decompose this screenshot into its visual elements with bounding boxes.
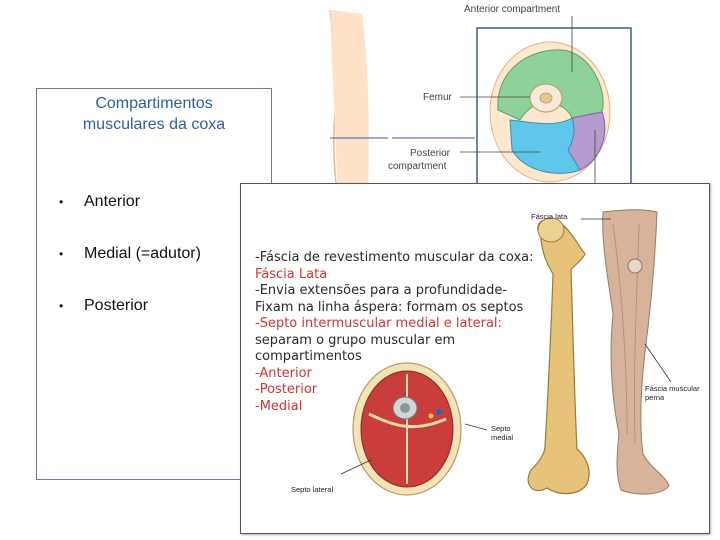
note-line: -Medial [255, 398, 303, 414]
bullet-text: Medial (=adutor) [84, 245, 201, 262]
septo-medial-label: Septo medial [491, 424, 513, 442]
note-line: separam o grupo muscular em [255, 332, 456, 348]
fascia-illustration-svg [340, 209, 672, 496]
note-line: -Fáscia de revestimento muscular da coxa… [255, 250, 534, 265]
note-line: -Septo intermuscular medial e lateral: [255, 316, 502, 331]
slide-title: Compartimentos musculares da coxa [37, 93, 271, 135]
bullet-item: • Posterior [59, 297, 148, 315]
bullet-icon: • [59, 299, 64, 313]
bullet-icon: • [59, 247, 64, 261]
septo-medial-line1: Septo [491, 424, 511, 433]
femur-bone-drawing [527, 218, 590, 495]
note-line: Fixam na linha áspera: formam os septos [255, 299, 524, 315]
fascia-perna-line1: Fáscia muscular [645, 384, 700, 393]
femur-label: Femur [423, 92, 453, 103]
bullet-text: Anterior [84, 193, 141, 210]
leg-fascia-drawing [602, 209, 670, 495]
bullet-icon: • [59, 195, 64, 209]
bullet-item: • Anterior [59, 193, 140, 211]
posterior-label-line1: Posterior [410, 148, 451, 159]
fascia-lata-label: Fáscia lata [531, 212, 568, 221]
bullet-item: • Medial (=adutor) [59, 245, 201, 263]
thigh-diagram-svg: Anterior compartment Femur Posterior com… [329, 4, 632, 200]
fascia-perna-line2: perna [645, 393, 665, 402]
note-line: compartimentos [255, 349, 362, 364]
slide-title-line1: Compartimentos [95, 95, 213, 112]
posterior-label-line2: compartment [388, 161, 447, 172]
note-line: -Envia extensões para a profundidade- [255, 283, 508, 298]
posterior-compartment [509, 117, 581, 174]
slide-title-line2: musculares da coxa [82, 116, 226, 133]
septo-lateral-label: Septo lateral [291, 485, 334, 494]
fascia-perna-label: Fáscia muscular perna [645, 384, 700, 402]
anterior-compartment-label: Anterior compartment [464, 4, 560, 15]
leg-silhouette [330, 10, 369, 200]
slide-text-box: Compartimentos musculares da coxa • Ante… [36, 88, 272, 480]
note-line: -Anterior [255, 365, 312, 381]
fascia-detail-panel: -Fáscia de revestimento muscular da coxa… [240, 183, 710, 534]
thigh-compartment-diagram: Anterior compartment Femur Posterior com… [310, 0, 720, 200]
note-line: -Posterior [255, 382, 318, 397]
note-line: Fáscia Lata [255, 266, 328, 282]
fascia-notes: -Fáscia de revestimento muscular da coxa… [255, 250, 534, 415]
bullet-text: Posterior [84, 297, 149, 314]
septo-medial-line2: medial [491, 433, 514, 442]
